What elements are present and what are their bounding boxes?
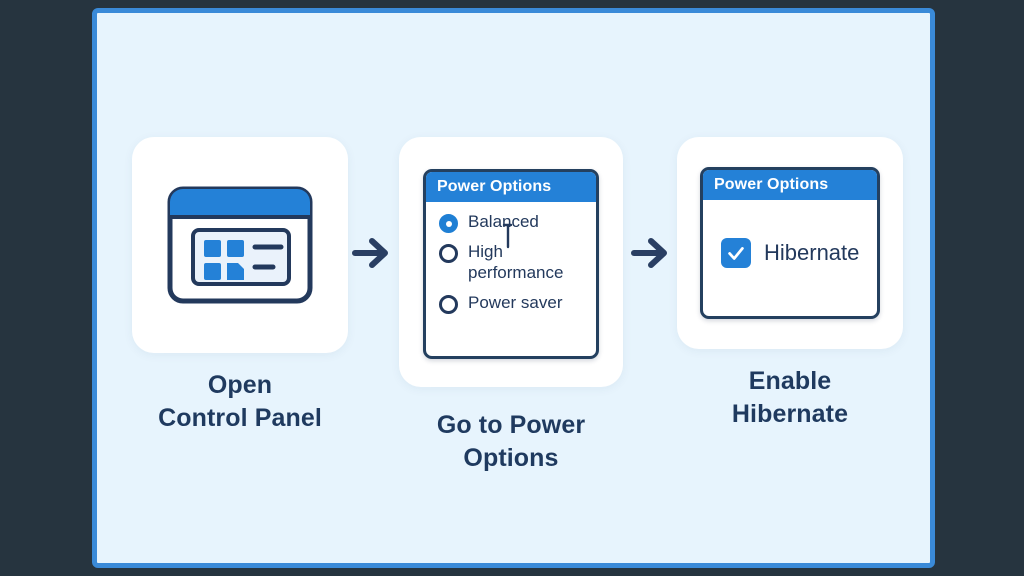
text-cursor-ibeam-icon — [502, 223, 513, 249]
radio-option-balanced[interactable]: Balanced — [439, 212, 596, 234]
step-caption-1: Open Control Panel — [158, 371, 322, 432]
dialog-title-bar: Power Options — [426, 172, 596, 203]
radio-option-high-performance[interactable]: High performance — [439, 242, 596, 283]
arrow-right-icon — [352, 238, 388, 268]
dialog-body: Balanced High performance Power saver — [426, 202, 596, 314]
flow-step-open-control-panel: Open Control Panel — [127, 137, 353, 435]
step-card-3[interactable]: Power Options Hibernate — [677, 137, 903, 349]
step-caption-2: Go to Power Options — [436, 411, 586, 472]
arrow-right-icon — [631, 238, 667, 268]
radio-unselected-icon[interactable] — [439, 244, 458, 264]
dialog-body: Hibernate — [703, 200, 877, 269]
step-card-2[interactable]: Power Options Balanced High performance — [399, 137, 623, 387]
flow-step-go-to-power-options: Power Options Balanced High performance — [398, 137, 624, 475]
checkbox-option-label: Hibernate — [764, 240, 860, 266]
radio-option-power-saver[interactable]: Power saver — [439, 293, 596, 314]
dialog-title-bar: Power Options — [703, 170, 877, 201]
power-options-dialog-checkbox: Power Options Hibernate — [700, 167, 880, 319]
diagram-panel: Open Control Panel Power Options Balance… — [92, 8, 935, 568]
step-caption-3: Enable Hibernate — [731, 367, 849, 428]
radio-option-label: High performance — [468, 242, 564, 283]
radio-option-label: Power saver — [468, 292, 563, 312]
step-card-1[interactable] — [132, 137, 348, 353]
radio-option-label: Balanced — [468, 212, 539, 232]
radio-unselected-icon[interactable] — [439, 294, 458, 314]
checkbox-checked-icon[interactable] — [721, 238, 751, 269]
flow-step-enable-hibernate: Power Options Hibernate — [677, 137, 903, 431]
power-options-dialog-radio: Power Options Balanced High performance — [423, 169, 599, 359]
process-flow: Open Control Panel Power Options Balance… — [97, 137, 940, 477]
radio-selected-icon[interactable] — [439, 214, 458, 234]
control-panel-window-icon — [167, 186, 313, 304]
checkbox-option-hibernate[interactable]: Hibernate — [721, 238, 877, 269]
